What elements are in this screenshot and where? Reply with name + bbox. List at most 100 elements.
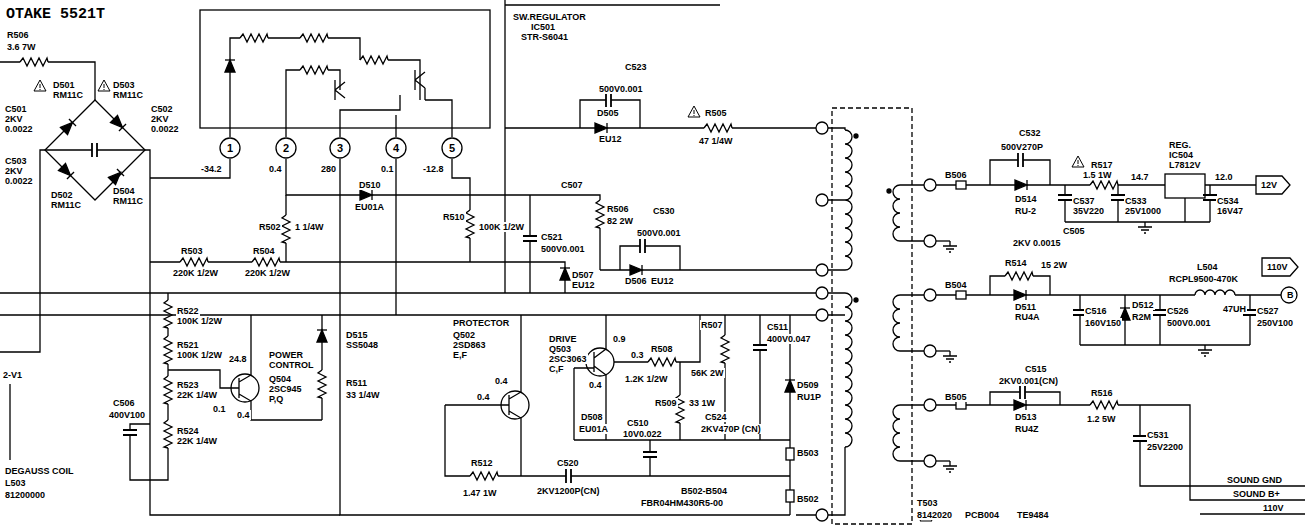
part-label: Q502 <box>452 330 476 340</box>
schematic-line <box>936 405 1305 500</box>
part-label: D503 <box>112 80 136 90</box>
part-label: R512 <box>470 458 494 468</box>
schematic-line <box>1203 195 1217 200</box>
schematic-line <box>92 143 97 157</box>
part-label: D514 <box>1014 194 1038 204</box>
part-label: 0.0022 <box>4 124 34 134</box>
part-label: 14.7 <box>1130 172 1150 182</box>
schematic-line <box>164 300 172 328</box>
part-label: C501 <box>4 104 28 114</box>
part-label: B506 <box>944 170 968 180</box>
schematic-line <box>286 70 340 128</box>
part-label: C530 <box>652 206 676 216</box>
part-label: Q503 <box>548 344 572 354</box>
schematic-line <box>1281 287 1297 303</box>
part-label: C533 <box>1124 196 1148 206</box>
schematic-line <box>1133 436 1147 441</box>
part-label: C537 <box>1072 196 1096 206</box>
part-label: R523 <box>176 380 200 390</box>
part-label: 0.1 <box>380 164 395 174</box>
schematic-line <box>956 291 966 299</box>
part-label: 0.4 <box>588 380 603 390</box>
part-label: 220K 1/2W <box>172 268 219 278</box>
part-label: R511 <box>345 378 368 388</box>
schematic-line <box>230 128 452 137</box>
schematic-line <box>606 93 611 107</box>
schematic-line <box>956 181 966 189</box>
schematic-line <box>786 490 794 502</box>
part-label: RM11C <box>112 90 144 100</box>
schematic-line <box>108 169 124 185</box>
part-label: 2KV470P (CN) <box>700 424 762 434</box>
part-label: 12.0 <box>1214 172 1234 182</box>
secondary-wiring <box>936 153 1305 514</box>
part-label: 500V270P <box>1000 142 1044 152</box>
part-label: R521 <box>176 340 200 350</box>
part-label: R514 <box>1004 258 1028 268</box>
schematic-line <box>1020 385 1025 399</box>
schematic-line <box>1014 400 1026 410</box>
schematic-line <box>936 294 1281 295</box>
part-label: 250V100 <box>1256 318 1294 328</box>
schematic-line <box>225 60 235 72</box>
schematic-line <box>936 350 950 351</box>
part-label: 0.4 <box>236 410 251 420</box>
schematic-line <box>1198 345 1212 356</box>
part-label: RM11C <box>112 196 144 206</box>
schematic-line <box>648 358 676 366</box>
part-label: R504 <box>252 246 276 256</box>
part-label: C521 <box>540 232 564 242</box>
part-label: R505 <box>704 108 728 118</box>
schematic-line <box>721 335 729 363</box>
part-label: 160V150 <box>1084 318 1122 328</box>
schematic-line <box>786 448 794 460</box>
part-label: B502 <box>796 494 820 504</box>
schematic-line <box>936 460 950 461</box>
part-label: 3.6 7W <box>6 42 37 52</box>
schematic-line <box>1014 290 1026 300</box>
part-label: 220K 1/2W <box>244 268 291 278</box>
schematic-line <box>230 38 420 128</box>
part-label: 1 1/4W <box>294 222 325 232</box>
pin-outline <box>220 138 240 158</box>
schematic-line <box>466 210 474 238</box>
part-label: 500V0.001 <box>1166 318 1212 328</box>
part-label: D502 <box>50 190 74 200</box>
pin-outline <box>330 138 350 158</box>
part-label: PCB004 <box>964 510 1000 520</box>
part-label: 100K 1/2W <box>176 316 223 326</box>
part-label: R524 <box>176 426 200 436</box>
part-label: 0.0022 <box>4 176 34 186</box>
part-label: R522 <box>176 306 200 316</box>
schematic-line <box>1140 405 1305 486</box>
part-label: 100K 1/2W <box>176 350 223 360</box>
part-label: EU12 <box>650 276 675 286</box>
schematic-line <box>286 159 600 270</box>
schematic-line <box>688 106 700 117</box>
part-label: R516 <box>1090 388 1114 398</box>
part-label: RM11C <box>52 90 84 100</box>
schematic-line <box>523 236 537 241</box>
schematic-line <box>1256 176 1290 194</box>
schematic-line <box>936 184 1256 185</box>
schematic-line <box>239 315 322 420</box>
part-label: L7812V <box>1168 160 1202 170</box>
schematic-line <box>150 262 565 293</box>
schematic-line <box>282 215 290 243</box>
part-label: POWER CONTROL <box>268 350 320 370</box>
part-label: T503 <box>916 498 939 508</box>
part-label: 1.2 5W <box>1086 414 1117 424</box>
part-label: 2SC945 <box>268 384 303 394</box>
part-label: EU12 <box>571 280 596 290</box>
part-label: D511 <box>1014 302 1037 312</box>
part-label: 500V0.001 <box>540 244 586 254</box>
schematic-line <box>505 0 720 293</box>
schematic-line <box>150 159 230 178</box>
part-label: D512 <box>1131 300 1155 310</box>
pin-number: 1 <box>227 142 233 155</box>
schematic-line <box>845 293 852 447</box>
part-label: 1.5 1W <box>1082 170 1113 180</box>
schematic-line <box>887 189 891 193</box>
